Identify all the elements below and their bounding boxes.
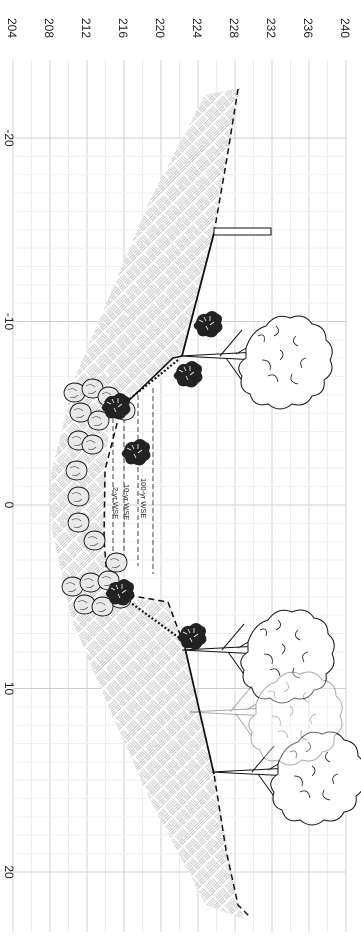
boulder-icon <box>67 486 90 507</box>
survey-stake-icon <box>213 227 272 236</box>
station-tick-label: 20 <box>2 865 16 879</box>
graded-bank-left <box>181 232 215 357</box>
elevation-tick-label: 232 <box>264 18 278 38</box>
elevation-tick-label: 228 <box>227 18 241 38</box>
boulder-icon <box>65 460 88 481</box>
shrub-icon <box>177 622 207 650</box>
elevation-tick-label: 212 <box>79 18 93 38</box>
graded-bank-right <box>184 647 215 775</box>
elevation-tick-label: 208 <box>42 18 56 38</box>
station-tick-label: -10 <box>2 313 16 331</box>
boulder-icon <box>61 576 84 597</box>
station-axis: -20 -10 0 10 20 <box>2 129 16 879</box>
boulder-icon <box>83 530 106 551</box>
elevation-tick-label: 224 <box>190 18 204 38</box>
elevation-tick-label: 220 <box>153 18 167 38</box>
wse-labels: 100-yr WSE 10-yr WSE 2-yr WSE <box>111 478 148 520</box>
boulder-icon <box>67 512 90 533</box>
water-surface-lines <box>112 388 154 574</box>
elevation-tick-label: 204 <box>5 18 19 38</box>
elevation-tick-label: 216 <box>116 18 130 38</box>
boulder-icon <box>63 382 86 403</box>
wse-10yr-label: 10-yr WSE <box>122 484 131 520</box>
elevation-axis: 204 208 212 216 220 224 228 232 236 240 <box>5 18 352 38</box>
wse-2yr-label: 2-yr WSE <box>111 487 120 519</box>
station-tick-label: 10 <box>2 682 16 696</box>
boulder-icon <box>105 552 128 573</box>
station-tick-label: -20 <box>2 129 16 147</box>
elevation-tick-label: 236 <box>301 18 315 38</box>
shrub-icon <box>121 438 151 466</box>
wse-100yr-label: 100-yr WSE <box>139 478 148 518</box>
station-tick-label: 0 <box>2 502 16 509</box>
boulder-icon <box>73 594 96 615</box>
elevation-tick-label: 240 <box>338 18 352 38</box>
bank-stabilization-left <box>115 359 179 411</box>
boulder-icon <box>81 434 104 455</box>
